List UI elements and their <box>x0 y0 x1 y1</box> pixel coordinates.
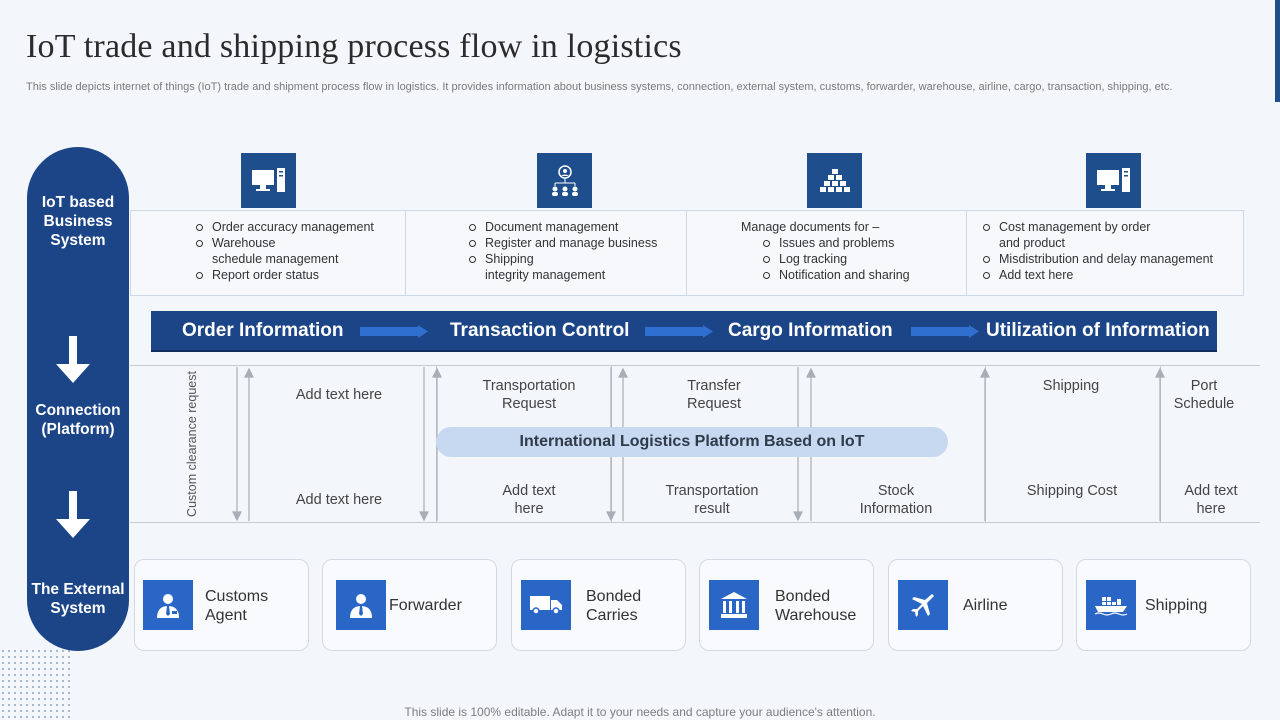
down-arrow-icon <box>56 491 90 538</box>
column-divider <box>686 210 687 296</box>
right-arrow-icon <box>360 325 428 338</box>
list-item: Register and manage business <box>467 235 657 251</box>
connection-bottom-label: Stock Information <box>859 483 933 517</box>
list-item: Order accuracy management <box>194 219 374 235</box>
flow-step-cargo-information: Cargo Information <box>728 320 893 341</box>
list-item: Cost management by order <box>981 219 1213 235</box>
external-label: Airline <box>963 597 1008 614</box>
custom-clearance-label: Custom clearance request <box>185 371 199 517</box>
right-arrow-icon <box>645 325 713 338</box>
system-sidebar-pill <box>27 147 129 651</box>
connection-top-label: Transfer Request <box>686 378 741 412</box>
external-label: Forwarder <box>389 597 462 614</box>
list-intro: Manage documents for – <box>741 220 880 234</box>
list-item-continuation: integrity management <box>485 268 606 282</box>
list-item: Shipping <box>467 251 657 267</box>
business-list-3: Manage documents for – Issues and proble… <box>741 219 910 283</box>
list-item: Issues and problems <box>741 235 910 251</box>
pyramid-stack-icon <box>807 153 862 208</box>
computer-icon <box>1086 153 1141 208</box>
connection-top-label: Port Schedule <box>1173 378 1235 412</box>
column-divider <box>405 210 406 296</box>
bank-building-icon <box>709 580 759 630</box>
flow-step-order-information: Order Information <box>182 320 344 341</box>
business-list-1: Order accuracy management Warehouse sche… <box>194 219 374 283</box>
page-subtitle: This slide depicts internet of things (I… <box>26 81 1173 93</box>
external-system-label: The External System <box>31 581 125 617</box>
external-label: Bonded Carries <box>586 588 642 624</box>
connection-bottom-label: Add text here <box>502 483 556 517</box>
list-item: Log tracking <box>741 251 910 267</box>
business-list-2: Document management Register and manage … <box>467 219 657 283</box>
connection-bottom-label: Shipping Cost <box>1026 483 1118 499</box>
business-list-4: Cost management by order and product Mis… <box>981 219 1213 283</box>
business-system-label: IoT based Business System <box>41 194 115 249</box>
connection-bottom-rule <box>130 522 1260 523</box>
list-item-continuation: and product <box>999 236 1066 250</box>
column-divider <box>966 210 967 296</box>
page-title: IoT trade and shipping process flow in l… <box>26 28 682 65</box>
airplane-icon <box>898 580 948 630</box>
external-label: Shipping <box>1145 597 1208 614</box>
list-item: Document management <box>467 219 657 235</box>
iot-platform-banner: International Logistics Platform Based o… <box>436 427 948 457</box>
connection-label: Connection (Platform) <box>35 402 121 438</box>
connection-top-rule <box>130 365 1260 366</box>
agent-icon <box>143 580 193 630</box>
connection-top-label: Shipping <box>1042 378 1100 394</box>
connection-top-label: Add text here <box>295 387 383 403</box>
list-item: Report order status <box>194 267 374 283</box>
list-item-continuation: schedule management <box>212 252 339 266</box>
list-item: Misdistribution and delay management <box>981 251 1213 267</box>
footer-note: This slide is 100% editable. Adapt it to… <box>404 705 876 719</box>
list-item: Notification and sharing <box>741 267 910 283</box>
external-label: Customs Agent <box>205 588 269 624</box>
dot-pattern <box>0 648 72 720</box>
connection-bottom-label: Transportation result <box>665 483 759 517</box>
computer-icon <box>241 153 296 208</box>
connection-bottom-label: Add text here <box>1184 483 1238 517</box>
down-arrow-icon <box>56 336 90 383</box>
network-people-icon <box>537 153 592 208</box>
flow-step-utilization-of-information: Utilization of Information <box>986 320 1210 341</box>
truck-icon <box>521 580 571 630</box>
external-label: Bonded Warehouse <box>775 588 857 624</box>
accent-bar <box>1275 0 1280 102</box>
flow-step-transaction-control: Transaction Control <box>450 320 630 341</box>
business-system-panel <box>130 210 1244 296</box>
list-item: Warehouse <box>194 235 374 251</box>
list-item: Add text here <box>981 267 1213 283</box>
right-arrow-icon <box>911 325 979 338</box>
ship-icon <box>1086 580 1136 630</box>
connection-top-label: Transportation Request <box>482 378 576 412</box>
person-icon <box>336 580 386 630</box>
connection-bottom-label: Add text here <box>295 492 383 508</box>
